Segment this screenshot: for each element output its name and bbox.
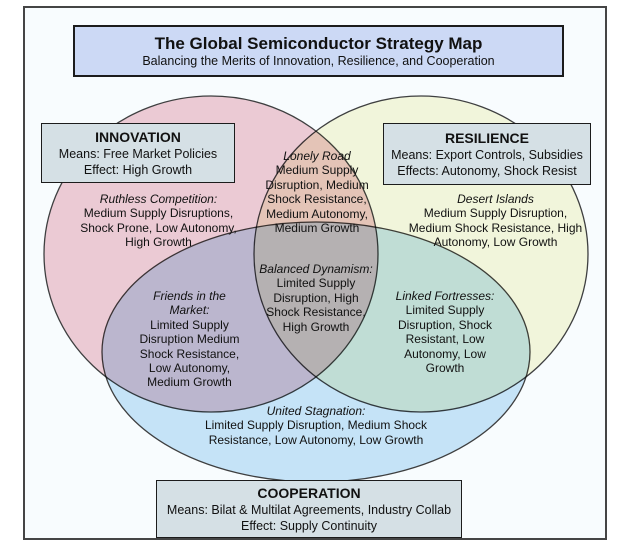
diagram-frame: The Global Semiconductor Strategy Map Ba… [23,6,607,540]
region-title: United Stagnation: [266,404,366,418]
cooperation-effect: Effect: Supply Continuity [241,519,377,534]
region-title: Friends in the Market: [153,289,226,318]
cooperation-label: COOPERATION [257,484,361,501]
region-lonely-road: Lonely Road Medium Supply Disruption, Me… [252,149,382,235]
region-description: Limited Supply Disruption, Shock Resista… [397,303,493,375]
title-box: The Global Semiconductor Strategy Map Ba… [73,25,564,77]
innovation-means: Means: Free Market Policies [58,147,218,162]
cooperation-box: COOPERATION Means: Bilat & Multilat Agre… [156,480,462,538]
region-title: Ruthless Competition: [99,192,218,206]
region-description: Medium Supply Disruptions, Shock Prone, … [80,206,237,250]
region-linked-fortresses: Linked Fortresses: Limited Supply Disrup… [394,289,496,375]
region-united-stagnation: United Stagnation: Limited Supply Disrup… [201,404,431,447]
region-friends-in-the-market: Friends in the Market: Limited Supply Di… [132,289,247,390]
region-description: Medium Supply Disruption, Medium Shock R… [408,206,583,250]
region-description: Limited Supply Disruption, High Shock Re… [266,276,366,334]
region-title: Linked Fortresses: [395,289,495,303]
resilience-box: RESILIENCE Means: Export Controls, Subsi… [383,123,591,185]
region-desert-islands: Desert Islands Medium Supply Disruption,… [408,192,583,250]
innovation-box: INNOVATION Means: Free Market Policies E… [41,123,235,183]
resilience-label: RESILIENCE [444,129,529,146]
resilience-means: Means: Export Controls, Subsidies [391,148,583,163]
region-title: Lonely Road [283,149,351,163]
resilience-effect: Effects: Autonomy, Shock Resist [397,164,577,179]
region-title: Desert Islands [457,192,534,206]
region-title: Balanced Dynamism: [259,262,373,276]
cooperation-means: Means: Bilat & Multilat Agreements, Indu… [166,503,452,518]
region-description: Limited Supply Disruption, Medium Shock … [204,418,428,447]
innovation-effect: Effect: High Growth [83,163,193,178]
region-description: Limited Supply Disruption Medium Shock R… [139,317,240,390]
region-balanced-dynamism: Balanced Dynamism: Limited Supply Disrup… [255,262,377,334]
region-ruthless-competition: Ruthless Competition: Medium Supply Disr… [71,192,246,250]
page-title: The Global Semiconductor Strategy Map [154,33,483,53]
region-description: Medium Supply Disruption, Medium Shock R… [265,163,369,235]
innovation-label: INNOVATION [95,128,181,145]
page-subtitle: Balancing the Merits of Innovation, Resi… [142,53,495,68]
